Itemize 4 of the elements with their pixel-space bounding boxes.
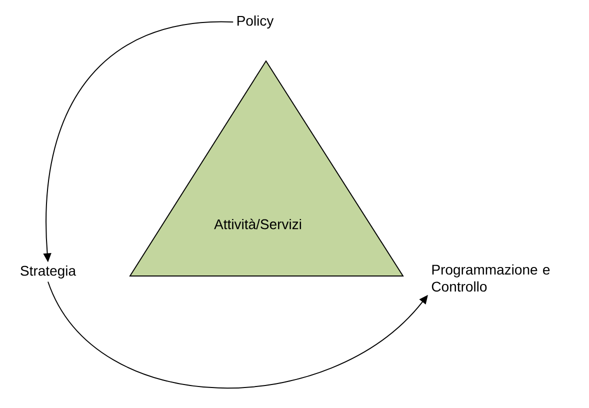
text-label: Strategia — [20, 265, 76, 279]
text-label: Policy — [237, 15, 274, 29]
text-label: Programmazione e Controllo — [432, 264, 550, 292]
curved-arrow — [48, 281, 428, 388]
